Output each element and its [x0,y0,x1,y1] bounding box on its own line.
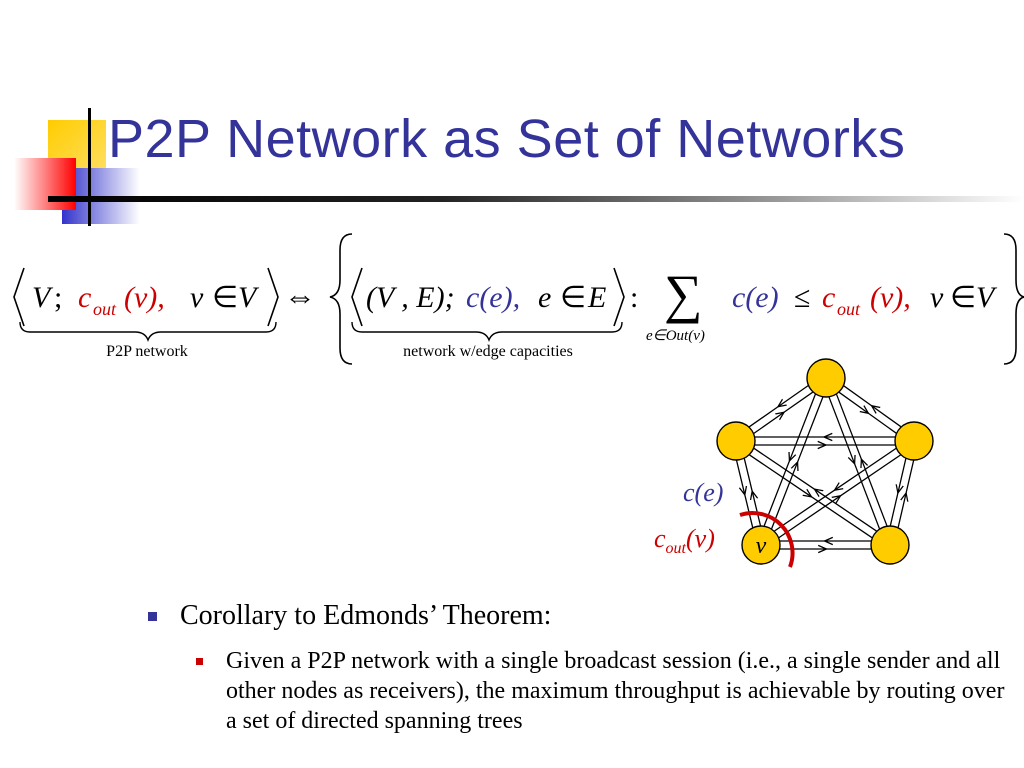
curly-open [329,233,353,365]
graph-edge [748,385,809,428]
set-angle-open [351,267,363,327]
label-ce: c(e) [683,478,723,508]
sum-sign: ∑ [664,264,703,324]
graph-node [870,525,910,565]
graph-edge [753,447,877,532]
graph-node [894,421,934,461]
bullet-list: Corollary to Edmonds’ Theorem: Given a P… [140,598,1010,736]
label-edge-capacities: network w/edge capacities [403,343,573,360]
formula-iff: ⇔ [284,278,316,314]
graph-edge [771,396,824,529]
set-ce: c(e), [466,281,520,314]
graph-edge [749,454,873,539]
formula-v: v [190,281,204,314]
curly-close [1003,233,1024,365]
graph-edge [897,460,915,528]
graph-edges [735,385,915,549]
set-in: ∈ [560,281,586,314]
rhs-ce: c(e) [732,281,779,314]
formula-V2: V [238,281,260,314]
formula-V: V [32,281,54,314]
formula-v-paren: (v), [124,281,165,314]
rhs-leq: ≤ [794,281,810,314]
rhs-in: ∈ [950,281,976,314]
set-angle-close [613,267,625,327]
label-p2p-network: P2P network [106,343,188,360]
label-cout: cout(v) [654,524,715,558]
slide-title: P2P Network as Set of Networks [108,109,906,169]
formula-in: ∈ [212,281,238,314]
formula-out-sub: out [93,299,117,319]
graph-edge [778,454,901,539]
label-cout-sub: out [665,540,686,558]
formula: V ; c out (v), v ∈ V P2P network ⇔ (V , … [13,233,1024,365]
deco-red-square [14,158,76,210]
node-v-label: v [756,533,767,559]
graph-node [806,358,846,398]
graph-edge [843,385,902,428]
graph-edge [735,460,754,528]
brace-p2p [19,321,277,342]
label-cout-v: (v) [686,524,715,553]
graph-edge [743,458,762,526]
title-vertical-line [88,108,91,226]
graph-edge [835,394,888,527]
title-rule [48,196,1024,202]
graph-edge [753,391,814,434]
brace-edge [351,321,623,342]
network-graph: v [716,358,934,568]
graph-edge [774,447,897,532]
rhs-c: c [822,281,835,314]
rhs-out: out [837,299,861,319]
left-angle-open [13,267,25,327]
graph-edge [838,391,897,434]
sum-subscript: e∈Out(v) [646,328,705,344]
cout-arc [739,511,795,568]
rhs-V: V [976,281,998,314]
graph-edge [763,394,816,527]
formula-c-out: c [78,281,91,314]
formula-semicolon: ; [54,281,62,314]
graph-node [741,525,781,565]
set-e: e [538,281,551,314]
graph-nodes [716,358,934,565]
bullet-level2: Given a P2P network with a single broadc… [188,646,1010,736]
rhs-v: v [930,281,944,314]
set-E: E [587,281,606,314]
label-cout-c: c [654,524,666,553]
left-angle-close [267,267,279,327]
set-VE: (V , E); [366,281,455,314]
rhs-v-paren: (v), [870,281,911,314]
graph-edge [889,458,907,526]
bullet-level1: Corollary to Edmonds’ Theorem: [140,598,1010,634]
graph-edge [828,396,881,529]
graph-node [716,421,756,461]
label-ce-text: c(e) [683,478,724,507]
formula-colon: : [630,281,638,314]
